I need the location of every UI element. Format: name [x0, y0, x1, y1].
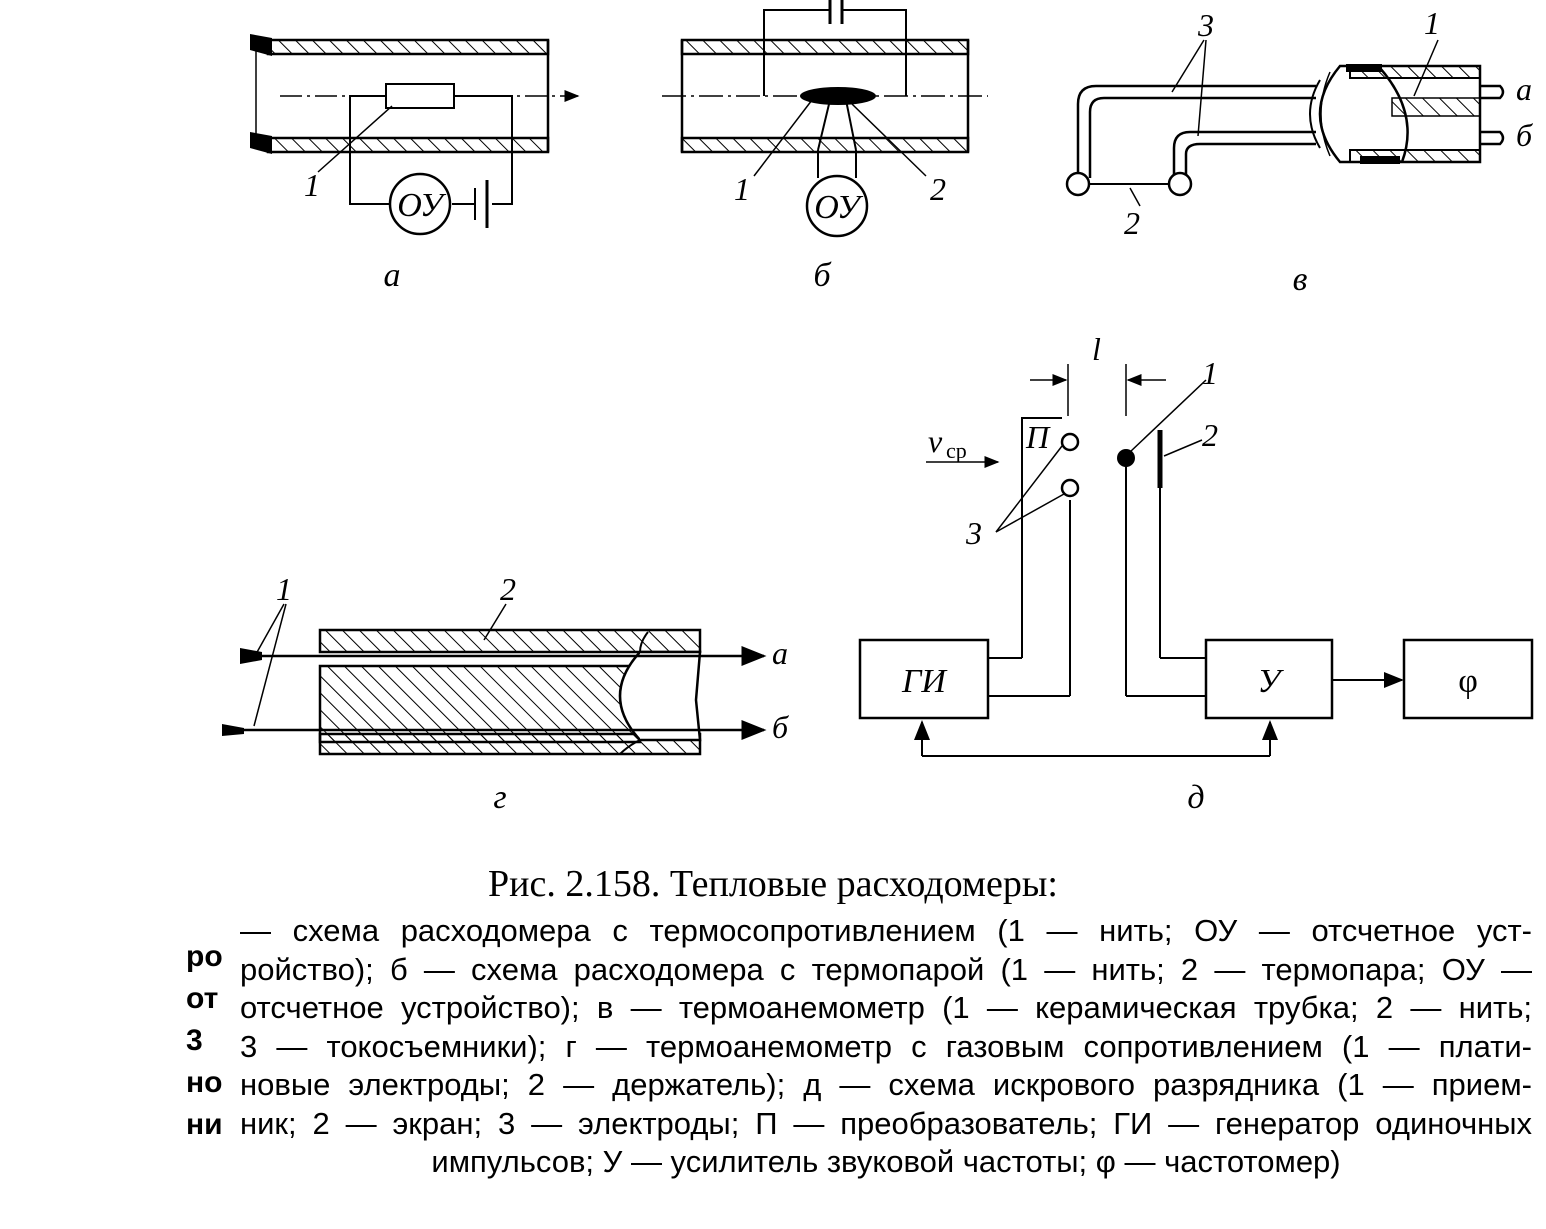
- block-wiring-d: [914, 657, 1404, 757]
- heater-circuit-b: [763, 0, 907, 96]
- label-1-g: 1: [276, 571, 292, 607]
- margin-fragment: ро: [186, 940, 223, 973]
- caption-line: импульсов; У — усилитель звуковой частот…: [431, 1144, 1341, 1179]
- margin-fragment: ни: [186, 1108, 223, 1141]
- leader-2-b: [851, 103, 927, 177]
- label-2-d: 2: [1202, 417, 1218, 453]
- figure-caption-body: — схема расходомера с термосопротивление…: [240, 912, 1532, 1182]
- pipe-walls-a: [250, 34, 550, 154]
- leader-1-b: [753, 99, 813, 177]
- panel-g: 1 2 а б г: [222, 571, 789, 816]
- caption-line: ник; 2 — экран; 3 — электроды; П — преоб…: [240, 1105, 1532, 1141]
- panel-b: ОУ 1 2 б: [662, 0, 988, 294]
- flow-arrow-d: v ср: [926, 423, 1000, 468]
- leader-2-d: [1163, 439, 1203, 457]
- meter-label-b: ОУ: [814, 189, 864, 226]
- sublabel-a: а: [384, 257, 401, 294]
- leader-3a-v: [1171, 39, 1205, 93]
- readout-meter-a: [388, 172, 452, 236]
- panel-v: 1 3 2 а б в: [1065, 5, 1533, 298]
- electrode-bottom-d: [1060, 478, 1080, 498]
- frequency-meter-label: φ: [1458, 663, 1478, 700]
- margin-fragment: но: [186, 1066, 223, 1099]
- label-1-b: 1: [734, 171, 750, 207]
- thermocouple-junction: [800, 87, 876, 105]
- caption-line: ройство); б — схема расходомера с термоп…: [240, 951, 1532, 987]
- caption-line: новые электроды; 2 — держатель); д — схе…: [240, 1067, 1532, 1102]
- figure-caption-title: Рис. 2.158. Тепловые расходомеры:: [488, 863, 1058, 905]
- pulse-generator-block: ГИ: [858, 638, 990, 720]
- label-1-v: 1: [1424, 5, 1440, 41]
- leader-3b-d: [995, 493, 1065, 533]
- leader-1-d: [1129, 379, 1207, 453]
- margin-fragment: 3: [186, 1024, 203, 1057]
- holder-body-g: [318, 628, 702, 756]
- converter-label: П: [1025, 419, 1051, 455]
- amplifier-block: У: [1204, 638, 1334, 720]
- leader-1b-g: [253, 603, 287, 727]
- flow-label-d: v: [928, 423, 943, 459]
- sublabel-b: б: [813, 257, 832, 294]
- margin-fragment: от: [186, 982, 219, 1015]
- output-a-v: а: [1516, 71, 1532, 107]
- label-3-v: 3: [1197, 7, 1214, 43]
- gap-dimension-d: [1030, 364, 1166, 416]
- leader-3b-v: [1197, 39, 1207, 137]
- output-b-v: б: [1516, 117, 1533, 153]
- ceramic-tube-v: [1309, 64, 1482, 164]
- meter-label-a: ОУ: [397, 187, 447, 224]
- outputs-v: [1480, 84, 1505, 146]
- amplifier-label: У: [1258, 663, 1285, 700]
- readout-meter-b: [805, 174, 869, 238]
- leader-3a-d: [995, 445, 1063, 533]
- converter-d: [1021, 417, 1071, 696]
- circuit-a: [349, 95, 513, 228]
- leader-1-a: [317, 105, 393, 173]
- electrode-top-d: [1060, 432, 1080, 452]
- panel-d: l v ср П 1 2 3 ГИ У: [858, 331, 1534, 816]
- pulse-generator-label: ГИ: [901, 663, 948, 700]
- margin-fragments: ро от 3 но ни: [186, 936, 246, 1146]
- caption-line: отсчетное устройство); в — термоанемомет…: [240, 990, 1532, 1025]
- label-1-a: 1: [304, 167, 320, 203]
- wire-holders-v: [1076, 84, 1316, 178]
- leader-1a-g: [255, 603, 285, 655]
- thermocouple-leads-b: [817, 99, 857, 178]
- contact-right-v: [1167, 171, 1193, 197]
- figure-canvas: ОУ 1 а ОУ 1 2 б: [222, 0, 1534, 816]
- thermoresistor-element: [385, 83, 455, 109]
- caption-line: 3 — токосъемники); г — термоанемометр с …: [240, 1028, 1532, 1064]
- label-2-b: 2: [930, 171, 946, 207]
- sublabel-d: д: [1187, 779, 1204, 816]
- panel-a: ОУ 1 а: [250, 34, 580, 294]
- contact-left-v: [1065, 171, 1091, 197]
- label-2-v: 2: [1124, 205, 1140, 241]
- caption-line: — схема расходомера с термосопротивление…: [240, 913, 1532, 948]
- gap-label-d: l: [1092, 331, 1101, 367]
- label-3-d: 3: [965, 515, 982, 551]
- output-a-g: а: [772, 635, 788, 671]
- sublabel-v: в: [1293, 261, 1308, 298]
- output-b-g: б: [772, 709, 789, 745]
- leader-2-g: [483, 603, 507, 641]
- label-2-g: 2: [500, 571, 516, 607]
- leader-1-v: [1413, 39, 1439, 97]
- leader-2-v: [1129, 187, 1141, 207]
- sublabel-g: г: [493, 779, 506, 816]
- flow-subscript-d: ср: [946, 438, 967, 463]
- label-1-d: 1: [1202, 355, 1218, 391]
- frequency-meter-block: φ: [1402, 638, 1534, 720]
